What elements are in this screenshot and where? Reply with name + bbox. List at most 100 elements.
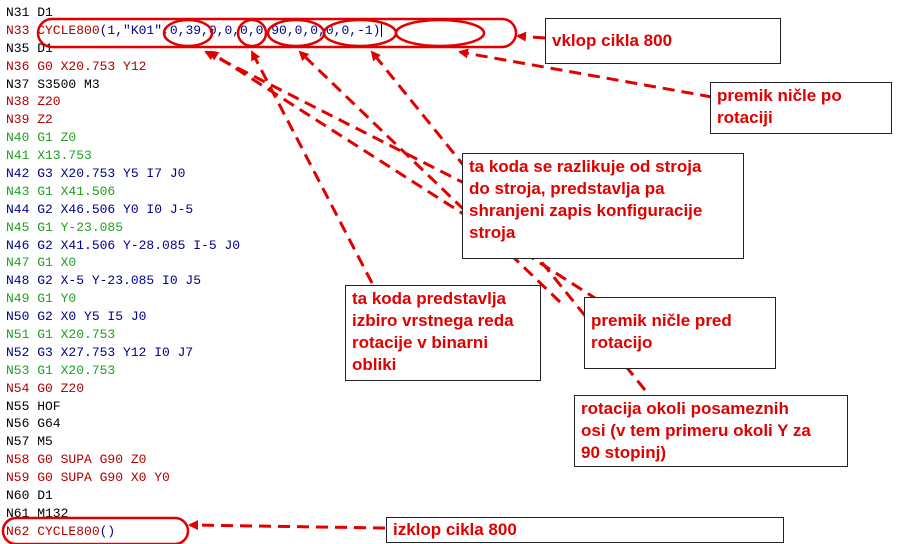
line-text: G2 X-5 Y-23.085 I0 J5 (29, 273, 202, 289)
line-number: N55 (6, 398, 30, 414)
note-premik-pred-line: rotacijo (591, 333, 653, 352)
code-line: N52 G3 X27.753 Y12 I0 J7 (6, 344, 382, 362)
code-line: N54 G0 Z20 (6, 380, 382, 398)
note-razlikuje-line: ta koda se razlikuje od stroja (469, 157, 702, 176)
line-text: D1 (29, 40, 53, 56)
arrow-vklop (516, 31, 546, 42)
line-number: N50 (6, 309, 30, 325)
code-line: N51 G1 X20.753 (6, 326, 382, 344)
code-line: N39 Z2 (6, 111, 382, 129)
line-number: N45 (6, 219, 30, 235)
code-line: N60 D1 (6, 487, 382, 505)
code-line: N61 M132 (6, 505, 382, 523)
line-text: M132 (29, 505, 69, 521)
line-text: G1 X0 (29, 255, 77, 271)
line-text: G0 SUPA G90 Z0 (29, 452, 147, 468)
code-line: N53 G1 X20.753 (6, 362, 382, 380)
line-text: G1 Y0 (29, 291, 77, 307)
code-line: N43 G1 X41.506 (6, 183, 382, 201)
highlight-000-1 (394, 18, 486, 48)
line-number: N40 (6, 130, 30, 146)
line-number: N62 (6, 523, 30, 539)
line-text: G2 X0 Y5 I5 J0 (29, 309, 147, 325)
note-premik-pred: premik ničle pred rotacijo (584, 297, 776, 369)
line-text: X13.753 (29, 148, 92, 164)
line-number: N47 (6, 255, 30, 271)
code-line: N49 G1 Y0 (6, 290, 382, 308)
line-text: M5 (29, 434, 53, 450)
line-number: N36 (6, 58, 30, 74)
code-line: N62 CYCLE800() (6, 523, 382, 541)
line-text: G1 X20.753 (29, 362, 116, 378)
line-number: N41 (6, 148, 30, 164)
cycle-arguments: (1,"K01",0,39,0,0,0,0,90,0,0,0,0,-1) (99, 22, 381, 38)
note-binarni: ta koda predstavlja izbiro vrstnega reda… (345, 285, 541, 381)
line-text: S3500 M3 (29, 76, 100, 92)
code-line: N35 D1 (6, 40, 382, 58)
line-number: N54 (6, 380, 30, 396)
code-line: N42 G3 X20.753 Y5 I7 J0 (6, 165, 382, 183)
line-number: N56 (6, 416, 30, 432)
line-number: N35 (6, 40, 30, 56)
cycle-keyword: CYCLE800 (29, 22, 100, 38)
line-text: G1 Z0 (29, 130, 77, 146)
note-binarni-line: rotacije v binarni (352, 333, 489, 352)
text-cursor (381, 23, 383, 38)
line-number: N59 (6, 470, 30, 486)
line-number: N51 (6, 327, 30, 343)
code-line: N45 G1 Y-23.085 (6, 219, 382, 237)
code-line: N56 G64 (6, 415, 382, 433)
note-binarni-line: obliki (352, 355, 397, 374)
line-number: N52 (6, 344, 30, 360)
note-premik-po-line: rotaciji (717, 108, 773, 127)
line-text: G1 X20.753 (29, 327, 116, 343)
code-line: N44 G2 X46.506 Y0 I0 J-5 (6, 201, 382, 219)
line-number: N33 (6, 22, 30, 38)
line-number: N43 (6, 183, 30, 199)
code-line: N47 G1 X0 (6, 254, 382, 272)
line-text: G3 X27.753 Y12 I0 J7 (29, 344, 194, 360)
code-line: N59 G0 SUPA G90 X0 Y0 (6, 469, 382, 487)
line-number: N42 (6, 166, 30, 182)
note-premik-pred-line: premik ničle pred (591, 311, 732, 330)
code-line: N38 Z20 (6, 93, 382, 111)
note-izklop-line: izklop cikla 800 (393, 520, 517, 539)
note-razlikuje-line: stroja (469, 223, 516, 242)
line-text: D1 (29, 488, 53, 504)
line-number: N38 (6, 94, 30, 110)
code-line: N48 G2 X-5 Y-23.085 I0 J5 (6, 272, 382, 290)
note-rotacija-line: 90 stopinj) (581, 443, 667, 462)
line-number: N53 (6, 362, 30, 378)
cycle-keyword: CYCLE800 (29, 523, 100, 539)
code-line: N31 D1 (6, 4, 382, 22)
note-razlikuje-line: shranjeni zapis konfiguracije (469, 201, 703, 220)
note-binarni-line: ta koda predstavlja (352, 289, 507, 308)
line-number: N49 (6, 291, 30, 307)
code-line: N58 G0 SUPA G90 Z0 (6, 451, 382, 469)
line-text: G1 X41.506 (29, 183, 116, 199)
code-line: N36 G0 X20.753 Y12 (6, 58, 382, 76)
note-vklop-line: vklop cikla 800 (552, 31, 673, 50)
note-binarni-line: izbiro vrstnega reda (352, 311, 514, 330)
line-number: N58 (6, 452, 30, 468)
line-number: N39 (6, 112, 30, 128)
line-number: N31 (6, 5, 30, 20)
line-text: G2 X46.506 Y0 I0 J-5 (29, 201, 194, 217)
line-text: G0 SUPA G90 X0 Y0 (29, 470, 170, 486)
line-text: G2 X41.506 Y-28.085 I-5 J0 (29, 237, 241, 253)
line-number: N57 (6, 434, 30, 450)
line-text: D1 (29, 5, 53, 20)
line-text: G64 (29, 416, 61, 432)
line-number: N48 (6, 273, 30, 289)
note-premik-po: premik ničle po rotaciji (710, 82, 892, 134)
line-text: Z20 (29, 94, 61, 110)
line-number: N44 (6, 201, 30, 217)
code-line: N50 G2 X0 Y5 I5 J0 (6, 308, 382, 326)
note-razlikuje-line: do stroja, predstavlja pa (469, 179, 665, 198)
code-line: N37 S3500 M3 (6, 76, 382, 94)
code-line: N46 G2 X41.506 Y-28.085 I-5 J0 (6, 237, 382, 255)
note-rotacija: rotacija okoli posameznih osi (v tem pri… (574, 395, 848, 467)
line-text: CYCLE800() (29, 524, 115, 539)
